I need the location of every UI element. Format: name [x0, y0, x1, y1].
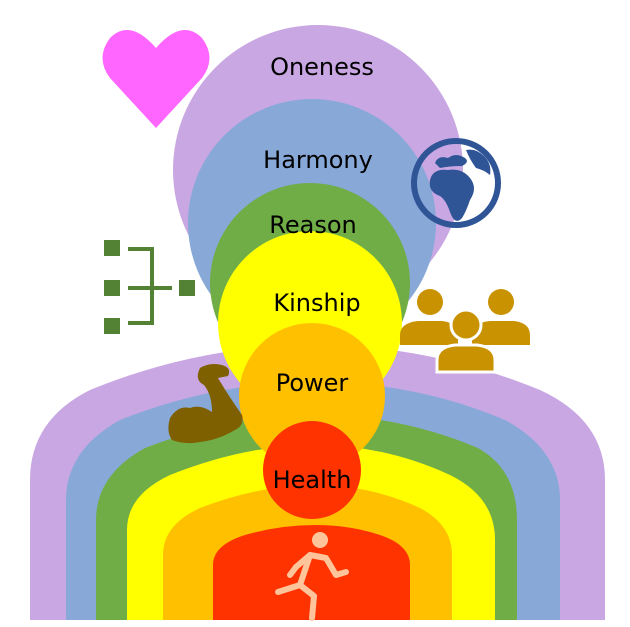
globe-icon [411, 138, 501, 228]
label-reason: Reason [269, 211, 356, 239]
label-health: Health [273, 466, 352, 494]
flexed-bicep-icon [168, 364, 243, 444]
label-kinship: Kinship [273, 289, 360, 317]
people-group-icon [400, 289, 530, 374]
heart-icon [102, 30, 210, 128]
circle-power [239, 323, 385, 469]
body-band-health [213, 525, 410, 620]
label-power: Power [276, 369, 349, 397]
hierarchy-icon [104, 240, 195, 334]
head-circles [173, 25, 463, 519]
label-oneness: Oneness [270, 53, 374, 81]
running-person-icon [275, 532, 349, 621]
label-harmony: Harmony [263, 146, 373, 174]
circle-health [263, 421, 361, 519]
